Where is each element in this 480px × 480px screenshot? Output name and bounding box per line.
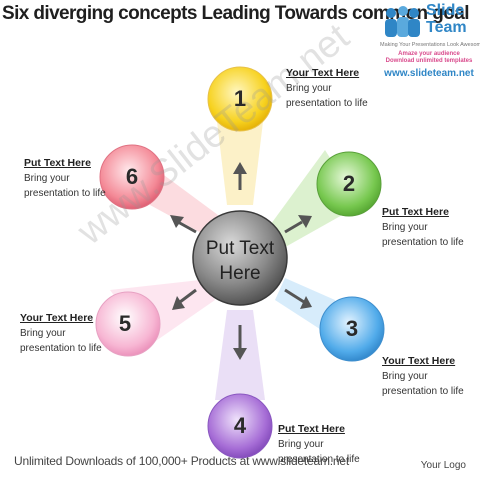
logo-tagline: Making Your Presentations Look Awesome (380, 42, 480, 48)
arrow-to-2 (284, 215, 312, 234)
center-label: Put Text Here (205, 238, 275, 284)
node-number-1: 1 (233, 86, 247, 111)
node-circle-5 (95, 291, 161, 357)
callout-heading: Your Text Here (286, 67, 360, 79)
people-icon (385, 6, 420, 37)
callout-4: Put Text Here Bring your presentation to… (278, 423, 360, 465)
page-title: Six diverging concepts Leading Towards c… (2, 3, 470, 24)
arrow-up-1 (233, 162, 247, 190)
callout-heading: Put Text Here (24, 157, 91, 169)
arrow-to-3 (284, 288, 312, 309)
callout-3: Your Text Here Bring your presentation t… (382, 355, 464, 397)
callout-6: Put Text Here Bring your presentation to… (24, 157, 106, 199)
node-circle-1 (207, 66, 273, 132)
your-logo-placeholder: Your Logo (420, 460, 466, 471)
beam-1 (215, 105, 265, 205)
arrow-down-4 (233, 325, 247, 360)
node-number-3: 3 (345, 316, 359, 341)
logo-url: www.slideteam.net (384, 68, 474, 79)
footer-text: Unlimited Downloads of 100,000+ Products… (14, 454, 349, 468)
callout-heading: Put Text Here (278, 423, 345, 435)
callout-1: Your Text Here Bring your presentation t… (286, 67, 368, 109)
node-circle-3 (319, 296, 385, 362)
node-number-5: 5 (118, 311, 132, 336)
node-circle-6 (99, 144, 165, 210)
arrow-to-6 (170, 215, 197, 234)
node-number-4: 4 (233, 413, 247, 438)
callout-5: Your Text Here Bring your presentation t… (20, 312, 102, 354)
callout-2: Put Text Here Bring your presentation to… (382, 206, 464, 248)
node-circle-4 (207, 393, 273, 459)
node-number-2: 2 (342, 171, 356, 196)
logo-download: Download unlimited templates (385, 58, 473, 64)
node-number-6: 6 (125, 164, 139, 189)
center-circle (192, 210, 288, 306)
node-circle-2 (316, 151, 382, 217)
arrow-to-5 (172, 288, 197, 310)
callout-heading: Your Text Here (382, 355, 456, 367)
slideteam-logo: Slide Team Making Your Presentations Loo… (380, 2, 480, 82)
callout-heading: Your Text Here (20, 312, 94, 324)
logo-name: Slide Team (426, 2, 467, 36)
logo-amaze: Amaze your audience (398, 51, 460, 57)
callout-heading: Put Text Here (382, 206, 449, 218)
